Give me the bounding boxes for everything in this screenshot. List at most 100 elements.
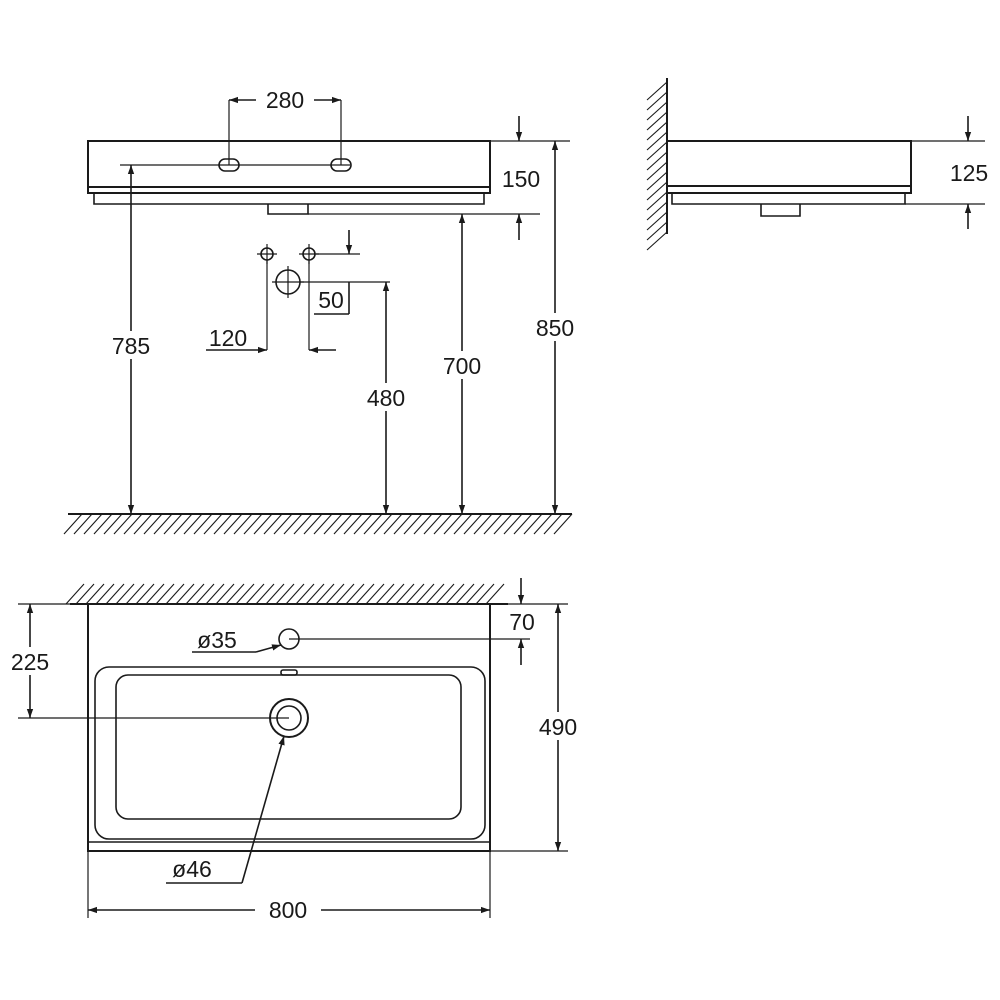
hatch-stroke (153, 513, 173, 535)
hatch-stroke (355, 583, 375, 605)
hatch-stroke (485, 583, 505, 605)
hatch-stroke (273, 513, 293, 535)
hatch-stroke (646, 141, 668, 161)
hatch-stroke (333, 513, 353, 535)
hatch-stroke (185, 583, 205, 605)
hatch-stroke (646, 221, 668, 241)
hatch-stroke (646, 181, 668, 201)
hatch-stroke (113, 513, 133, 535)
hatch-stroke (395, 583, 415, 605)
hatch-stroke (105, 583, 125, 605)
hatch-stroke (123, 513, 143, 535)
bowl-inner (115, 674, 462, 820)
hatch-stroke (205, 583, 225, 605)
hatch-stroke (83, 513, 103, 535)
hatch-stroke (135, 583, 155, 605)
plan-basin-outline (87, 604, 491, 852)
front-elevation: 280 150 785 700 850 (63, 87, 582, 535)
hatch-stroke (345, 583, 365, 605)
side-elevation: 125 (646, 78, 988, 251)
hatch-stroke (455, 583, 475, 605)
hatch-stroke (73, 513, 93, 535)
hatch-stroke (646, 91, 668, 111)
hatch-stroke (335, 583, 355, 605)
hatch-stroke (263, 513, 283, 535)
hatch-stroke (433, 513, 453, 535)
hatch-stroke (275, 583, 295, 605)
hatch-stroke (453, 513, 473, 535)
hatch-stroke (425, 583, 445, 605)
dim-480-label: 480 (367, 385, 405, 411)
hatch-stroke (285, 583, 305, 605)
hatch-stroke (483, 513, 503, 535)
hatch-stroke (163, 513, 183, 535)
hatch-stroke (383, 513, 403, 535)
dim-800-label: 800 (269, 897, 307, 923)
hatch-stroke (63, 513, 83, 535)
hatch-stroke (265, 583, 285, 605)
dim-850-label: 850 (536, 315, 574, 341)
dim-225-label: 225 (11, 649, 49, 675)
hatch-stroke (95, 583, 115, 605)
dim-490-label: 490 (539, 714, 577, 740)
dim-50-label: 50 (318, 287, 344, 313)
hatch-stroke (413, 513, 433, 535)
hatch-stroke (473, 513, 493, 535)
hatch-stroke (646, 191, 668, 211)
hatch-stroke (363, 513, 383, 535)
floor-hatch (63, 513, 573, 535)
hatch-stroke (233, 513, 253, 535)
hatch-stroke (493, 513, 513, 535)
dim-700-label: 700 (443, 353, 481, 379)
hatch-stroke (475, 583, 495, 605)
hatch-stroke (323, 513, 343, 535)
hatch-stroke (75, 583, 95, 605)
hatch-stroke (375, 583, 395, 605)
hatch-stroke (385, 583, 405, 605)
hatch-stroke (65, 583, 85, 605)
waste-diameter-label: ø46 (172, 856, 212, 882)
waste-outlet (267, 204, 309, 215)
hatch-stroke (183, 513, 203, 535)
hatch-stroke (213, 513, 233, 535)
hatch-stroke (133, 513, 153, 535)
dim-125-label: 125 (950, 160, 988, 186)
hatch-stroke (115, 583, 135, 605)
hatch-stroke (195, 583, 215, 605)
hatch-stroke (353, 513, 373, 535)
hatch-stroke (223, 513, 243, 535)
dim-785-label: 785 (112, 333, 150, 359)
hatch-stroke (393, 513, 413, 535)
hatch-stroke (175, 583, 195, 605)
hatch-stroke (293, 513, 313, 535)
hatch-stroke (403, 513, 423, 535)
hatch-stroke (523, 513, 543, 535)
hatch-stroke (103, 513, 123, 535)
hatch-stroke (85, 583, 105, 605)
waste-leader (241, 735, 285, 884)
dim-70-label: 70 (509, 609, 535, 635)
tap-hole-diameter-label: ø35 (197, 627, 237, 653)
hatch-stroke (646, 81, 668, 101)
hatch-stroke (365, 583, 385, 605)
hatch-stroke (303, 513, 323, 535)
hatch-stroke (315, 583, 335, 605)
hatch-stroke (646, 201, 668, 221)
hatch-stroke (225, 583, 245, 605)
hatch-stroke (646, 151, 668, 171)
hatch-stroke (173, 513, 193, 535)
hatch-stroke (646, 171, 668, 191)
basin-foot (93, 193, 485, 205)
hatch-stroke (465, 583, 485, 605)
hatch-stroke (193, 513, 213, 535)
hatch-stroke (283, 513, 303, 535)
plan-wall-hatch (65, 583, 505, 605)
hatch-stroke (243, 513, 263, 535)
hatch-stroke (125, 583, 145, 605)
hatch-stroke (646, 161, 668, 181)
hatch-stroke (543, 513, 563, 535)
overflow-slot (280, 669, 298, 676)
hatch-stroke (255, 583, 275, 605)
hatch-stroke (503, 513, 523, 535)
